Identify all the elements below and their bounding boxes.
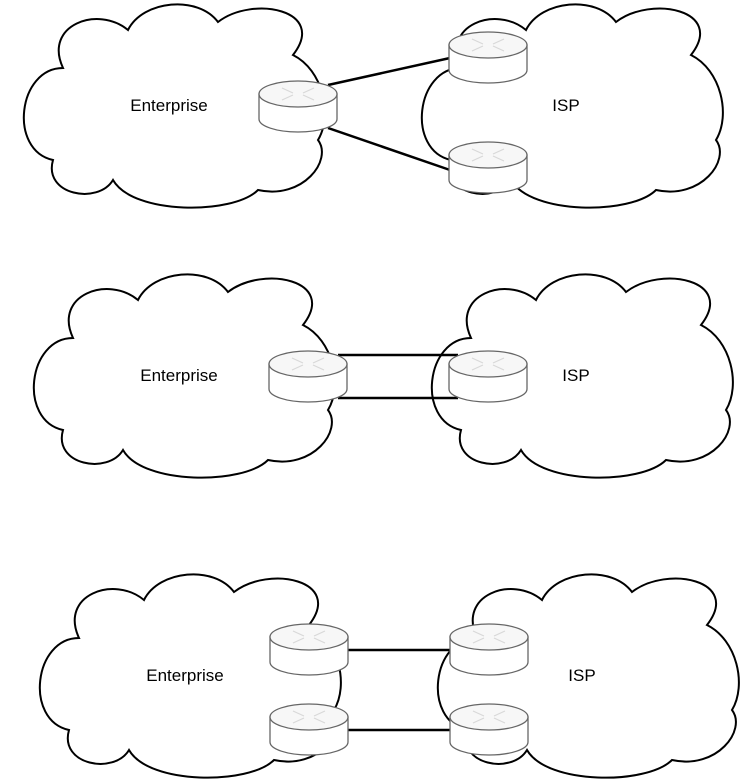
isp-label: ISP xyxy=(568,666,595,685)
enterprise-router-icon xyxy=(269,623,349,676)
scenario-dual-routers-both-sides: Enterprise ISP xyxy=(38,573,740,779)
isp-router-icon xyxy=(448,141,528,194)
scenario-dual-link-single-routers: Enterprise ISP xyxy=(32,273,734,479)
isp-router-icon xyxy=(449,623,529,676)
isp-label: ISP xyxy=(552,96,579,115)
isp-router-icon xyxy=(448,31,528,84)
enterprise-label: Enterprise xyxy=(146,666,223,685)
enterprise-label: Enterprise xyxy=(140,366,217,385)
enterprise-label: Enterprise xyxy=(130,96,207,115)
enterprise-router-icon xyxy=(269,703,349,756)
link-line xyxy=(327,126,451,172)
enterprise-router-icon xyxy=(268,350,348,403)
isp-router-icon xyxy=(448,350,528,403)
isp-router-icon xyxy=(449,703,529,756)
scenario-single-homed-dual-isp-router: Enterprise ISP xyxy=(22,3,724,209)
link-line xyxy=(327,56,451,87)
enterprise-router-icon xyxy=(258,80,338,133)
isp-label: ISP xyxy=(562,366,589,385)
